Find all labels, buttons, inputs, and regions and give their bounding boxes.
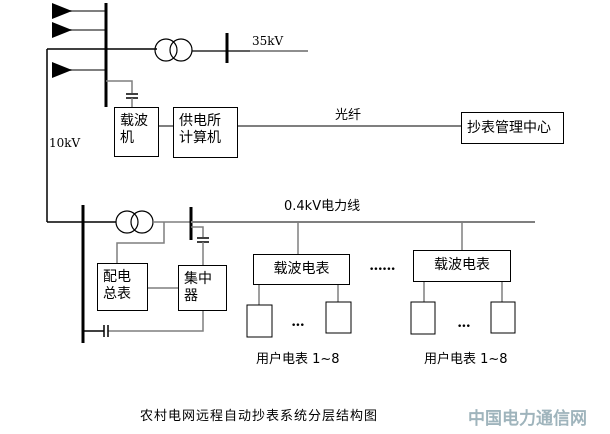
carrier-machine-box: 载波 机 xyxy=(114,107,159,157)
distribution-transformer-coil-2 xyxy=(130,210,154,234)
user-meter-1a xyxy=(246,304,273,338)
user-meter-2a xyxy=(410,301,436,335)
carrier-machine-label: 载波 机 xyxy=(120,113,148,146)
0.4kv-line-label: 0.4kV电力线 xyxy=(284,199,361,214)
lv-bus-to-concentrator-coupling xyxy=(191,226,204,237)
substation-computer-label: 供电所 计算机 xyxy=(179,113,221,146)
user-meters-1-ellipsis: ••• xyxy=(291,321,305,331)
substation-transformer-coil-1 xyxy=(154,38,178,62)
user-meters-2-ellipsis: ••• xyxy=(457,322,471,332)
user-meters-2-label: 用户电表 1~8 xyxy=(424,352,508,367)
substation-computer-box: 供电所 计算机 xyxy=(173,107,238,158)
carrier-meters-ellipsis: •••••• xyxy=(369,265,396,275)
concentrator-label: 集中 器 xyxy=(184,271,212,304)
10kv-label: 10kV xyxy=(49,136,81,150)
carrier-meter-1-label: 载波电表 xyxy=(273,261,330,277)
user-meter-2b xyxy=(490,301,516,334)
carrier-meter-2-box: 载波电表 xyxy=(413,250,511,282)
carrier-meter-2-label: 载波电表 xyxy=(434,257,490,273)
carrier-meter-1-box: 载波电表 xyxy=(253,254,350,285)
distribution-meter-box: 配电 总表 xyxy=(97,263,148,311)
transformer-to-distribution-meter xyxy=(116,222,165,263)
meter-reading-center-label: 抄表管理中心 xyxy=(467,120,551,136)
35kv-label: 35kV xyxy=(252,34,284,48)
fiber-label: 光纤 xyxy=(335,108,362,123)
figure-caption: 农村电网远程自动抄表系统分层结构图 xyxy=(140,409,379,424)
user-meter-1b xyxy=(325,301,352,334)
carrier-coupling-line xyxy=(106,80,133,93)
distribution-meter-label: 配电 总表 xyxy=(103,269,131,302)
user-meters-1-label: 用户电表 1~8 xyxy=(256,352,340,367)
meter-reading-center-box: 抄表管理中心 xyxy=(461,112,564,144)
concentrator-box: 集中 器 xyxy=(178,265,227,311)
distribution-transformer-coil-1 xyxy=(115,210,139,234)
concentrator-to-ground-line xyxy=(108,310,204,332)
watermark: 中国电力通信网 xyxy=(468,409,587,429)
substation-transformer-coil-2 xyxy=(169,38,193,62)
